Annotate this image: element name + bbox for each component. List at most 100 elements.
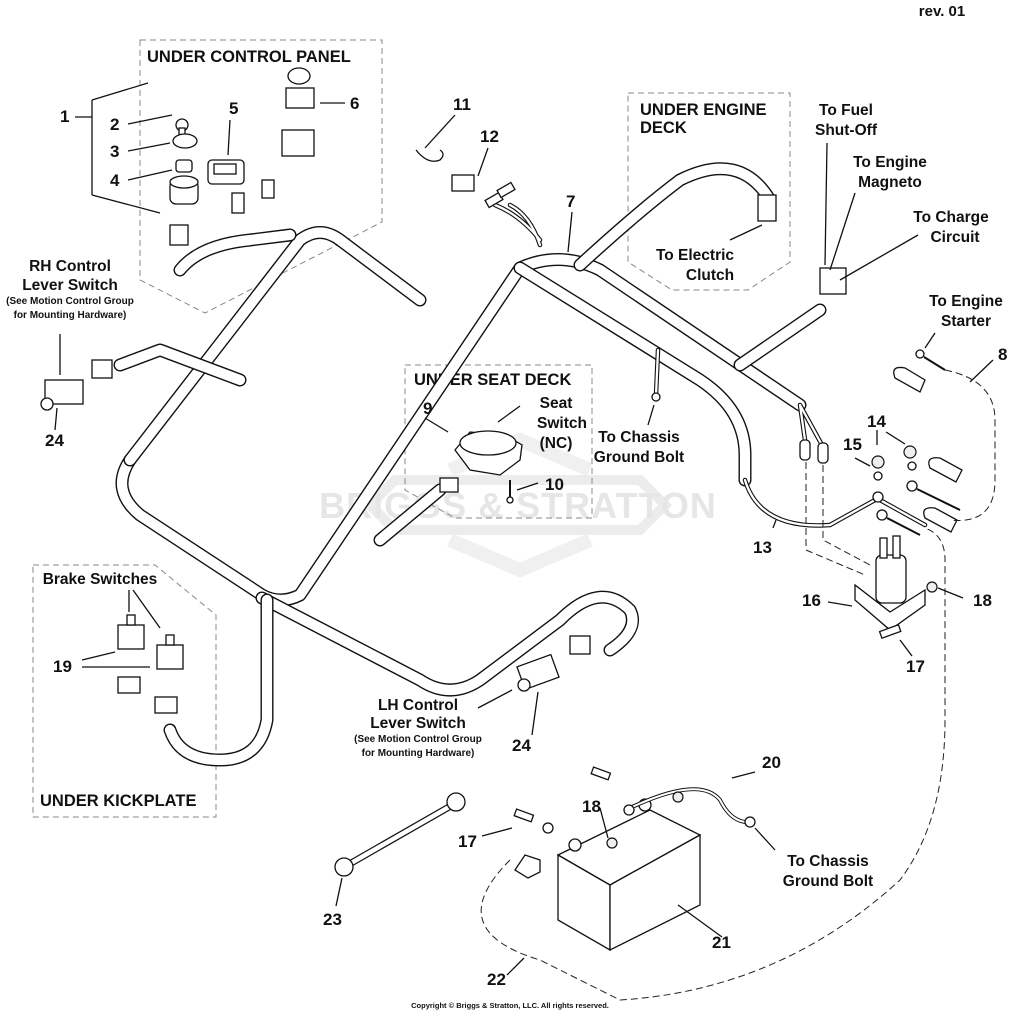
rh-control-lever-switch [40,379,84,411]
hour-meter [207,159,245,185]
circuit-breaker [451,174,475,192]
seat-switch-label-3: (NC) [540,435,573,452]
lock-washer [873,471,883,481]
watermark-text: BRIGGS & STRATTON [319,485,717,526]
part-number-3: 3 [110,142,119,161]
leader-lines [54,82,994,976]
eyelet-3 [876,509,888,521]
revision-label: rev. 01 [919,3,965,20]
battery-hold-down-rod [334,792,466,877]
lh-control-label: LH Control [378,697,458,714]
brake-connector-2 [154,696,178,714]
part-number-10: 10 [545,475,564,494]
battery-positive-cable-route [480,527,946,1001]
part-number-17-battery: 17 [458,832,477,851]
ignition-switch [169,175,199,205]
part-number-20: 20 [762,753,781,772]
section-title-under-engine-deck: UNDER ENGINE [640,101,767,119]
terminal-end [799,439,811,461]
section-box-kickplate [32,564,217,818]
chassis-ground-battery-label-2: Ground Bolt [783,873,873,890]
part-number-13: 13 [753,538,772,557]
terminal-boot-2 [928,457,963,483]
part-number-6: 6 [350,94,359,113]
fuel-shutoff-label-2: Shut-Off [815,122,878,139]
lh-control-lever-switch [516,653,560,692]
hour-meter-connector-2 [261,179,275,199]
seat-switch [454,430,523,476]
part-number-17: 17 [906,657,925,676]
wire-clip [415,149,444,162]
chassis-ground-battery-label: To Chassis [787,853,869,870]
solenoid-route [805,462,871,576]
charge-circuit-label-2: Circuit [930,229,979,246]
section-title-under-engine-deck-2: DECK [640,119,687,137]
section-box-control-panel [139,39,383,314]
bolt [878,623,902,640]
part-number-23: 23 [323,910,342,929]
battery-bolt-2 [513,808,535,823]
electric-clutch-label: To Electric [656,247,734,264]
hex-nut [871,455,885,469]
hex-nut-3 [926,581,938,593]
engine-magneto-label-2: Magneto [858,174,922,191]
eyelet-4 [906,480,918,492]
terminal-end-2 [817,442,829,464]
chassis-ground-label-2: Ground Bolt [594,449,684,466]
part-number-2: 2 [110,115,119,134]
hour-meter-connector [231,192,245,214]
battery-ground-cable [623,787,756,828]
lh-control-note-2: for Mounting Hardware) [362,748,475,759]
electric-clutch-connector [757,194,777,222]
lh-control-note: (See Motion Control Group [354,734,482,745]
terminal-2 [496,181,516,199]
part-number-1: 1 [60,107,69,126]
part-number-14: 14 [867,412,886,431]
brake-connector-1 [117,676,141,694]
electric-clutch-label-2: Clutch [686,267,734,284]
part-number-21: 21 [712,933,731,952]
lh-control-label-2: Lever Switch [370,715,466,732]
main-wiring-harness [113,162,928,767]
battery-bolt [590,766,612,781]
battery-positive-eyelet [542,822,554,834]
ignition-nut [175,159,193,173]
brake-switches-label: Brake Switches [43,571,158,588]
eyelet-2 [872,491,884,503]
lock-washer-2 [907,461,917,471]
seat-connector [439,477,459,493]
rh-control-label-2: Lever Switch [22,277,118,294]
seat-switch-label-2: Switch [537,415,587,432]
terminal-boot-3 [923,507,958,533]
fuel-shutoff-label: To Fuel [819,102,873,119]
starter-cable-route [944,369,996,521]
part-number-24-rh: 24 [45,431,64,450]
terminal-boot [893,366,926,393]
rh-control-note: (See Motion Control Group [6,296,134,307]
part-number-18: 18 [973,591,992,610]
section-box-seat-deck [404,364,593,519]
engine-connector [819,267,847,295]
hex-nut-2 [903,445,917,459]
lh-switch-connector [569,635,591,655]
section-title-under-control-panel: UNDER CONTROL PANEL [147,48,351,66]
ignition-cap [172,133,198,149]
engine-magneto-label: To Engine [853,154,927,171]
part-number-9: 9 [423,399,432,418]
engine-starter-label: To Engine [929,293,1003,310]
part-number-15: 15 [843,435,862,454]
battery-nut [672,791,684,803]
brake-switch-2 [156,634,184,670]
starter-solenoid [854,535,926,631]
ignition-connector [169,224,189,246]
seat-switch-label: Seat [540,395,573,412]
part-number-12: 12 [480,127,499,146]
part-number-19: 19 [53,657,72,676]
part-number-24-lh: 24 [512,736,531,755]
section-box-engine-deck [627,92,791,291]
brake-switch-1 [117,614,145,650]
seat-switch-screw [506,480,514,504]
rh-control-note-2: for Mounting Hardware) [14,310,127,321]
eyelet [915,349,925,359]
